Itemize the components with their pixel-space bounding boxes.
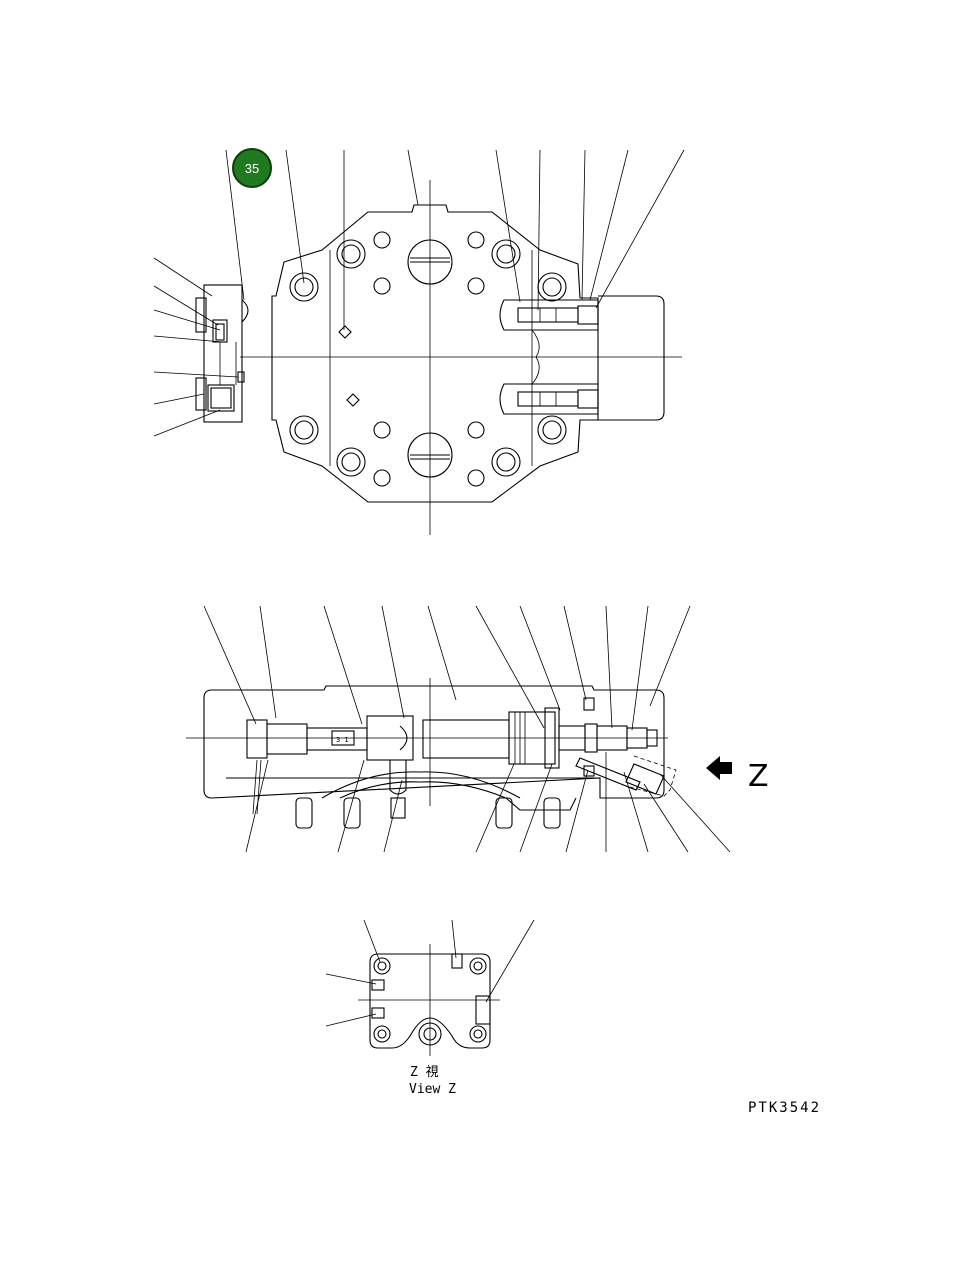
view-z-caption-en: View Z — [409, 1082, 456, 1097]
mounting-bolts — [289, 239, 567, 477]
section-view: 3 1 — [186, 605, 769, 853]
drawing-code: PTK3542 — [748, 1100, 821, 1116]
callout-35: 35 — [232, 148, 272, 188]
view-z-letter: Z — [748, 759, 769, 794]
callout-number: 35 — [245, 161, 259, 176]
view-z-caption-jp: Z 視 — [410, 1065, 439, 1080]
view-z: Z 視 View Z — [325, 919, 535, 1097]
svg-text:3 1: 3 1 — [336, 736, 349, 744]
filled-left-arrow-icon — [706, 756, 732, 780]
small-holes — [373, 231, 485, 487]
top-view: 35 — [153, 148, 685, 535]
